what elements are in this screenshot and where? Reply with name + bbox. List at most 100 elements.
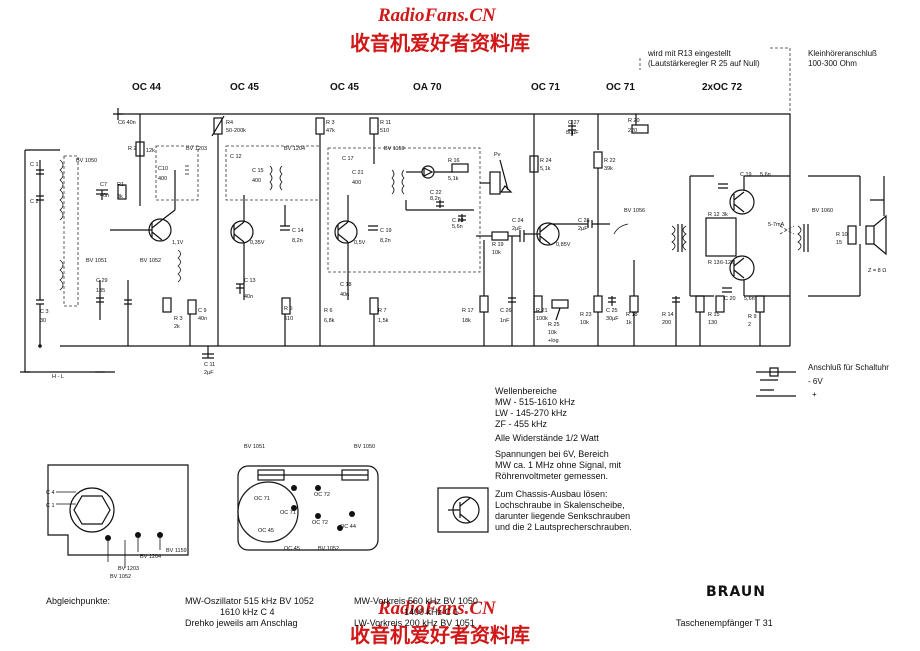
spec-line: LW - 145-270 kHz (495, 408, 567, 418)
stage-label-2: OC 45 (230, 82, 259, 93)
c20-value: 5,6n (744, 296, 755, 302)
c19-value: 8,2n (380, 238, 391, 244)
r1-value: 3k (117, 194, 123, 200)
bv1204-label: BV 1204 (284, 146, 305, 152)
c27-label: C 27 (568, 120, 580, 126)
layout-bv1052b-label: BV 1052 (318, 546, 339, 552)
pv-label: Pv (494, 152, 501, 158)
c2-label: C 2 (30, 199, 39, 205)
layout-oc44-label: OC 44 (340, 524, 356, 530)
c3-value: 30 (40, 318, 46, 324)
r22-label: R 22 (604, 158, 616, 164)
r22-value: 39k (604, 166, 613, 172)
t1-voltage: 1,1V (172, 240, 184, 246)
r16-label: R 16 (448, 158, 460, 164)
layout-bv1159-label: BV 1159 (166, 548, 187, 554)
c14-value: 8,2n (292, 238, 303, 244)
c21-label: C 21 (352, 170, 364, 176)
c10-value: 400 (158, 176, 167, 182)
c18-label: C 18 (340, 282, 352, 288)
layout-oc72a-label: OC 72 (314, 492, 330, 498)
c7-label: C7 (100, 182, 107, 188)
bv1056-label: BV 1056 (624, 208, 645, 214)
antenna-section (20, 149, 105, 373)
if2-stage (315, 117, 481, 346)
r23-value: 10k (580, 320, 589, 326)
c15-value: 400 (252, 178, 261, 184)
mixer-stage (96, 108, 199, 346)
output-stage (671, 175, 809, 346)
bv1050-label: BV 1050 (76, 158, 97, 164)
r15-label: R 15 (708, 312, 720, 318)
r11-label: R 11 (380, 120, 391, 126)
brand-logo: BRAUN (706, 584, 766, 600)
r10-label: R 10 (836, 232, 848, 238)
r25-taper: +log (548, 338, 559, 344)
stage-label-6: OC 71 (606, 82, 635, 93)
watermark-bottom-en: RadioFans.CN (377, 598, 497, 619)
r15-value: 130 (708, 320, 717, 326)
c22-value: 8,2n (430, 196, 441, 202)
c26-label: C 26 (500, 308, 512, 314)
t3-voltage: 0,5V (354, 240, 366, 246)
c13-label: C 13 (244, 278, 256, 284)
c11-symbol (202, 346, 214, 359)
r7-label: R 7 (378, 308, 387, 314)
stage-label-4: OA 70 (413, 82, 442, 93)
c22-label: C 22 (430, 190, 442, 196)
layout-bv1052-label: BV 1052 (110, 574, 131, 580)
r5-value: 510 (284, 316, 293, 322)
t4-voltage: 0,85V (556, 242, 571, 248)
layout-bv1050-label: BV 1050 (354, 444, 375, 450)
layout-c1-label: C 1 (46, 503, 55, 509)
c18-value: 40n (340, 292, 349, 298)
spec-line: Spannungen bei 6V, Bereich (495, 449, 609, 459)
alignment-layout-left (47, 464, 189, 568)
alignment-line: LW-Vorkreis 200 kHz BV 1051 (354, 618, 475, 628)
layout-oc45b-label: OC 45 (284, 546, 300, 552)
c19-label: C 19 (380, 228, 392, 234)
r21-label: R 21 (536, 308, 548, 314)
r17-value: 18k (462, 318, 471, 324)
stage-label-1: OC 44 (132, 82, 161, 93)
r4-value: 50-200k (226, 128, 246, 134)
spec-line: Wellenbereiche (495, 386, 557, 396)
c25-label: C 25 (606, 308, 618, 314)
c20-label: C 20 (724, 296, 736, 302)
r14-label: R 14 (662, 312, 674, 318)
supply-pos-label: + (812, 390, 817, 399)
earphone-note-line2: 100-300 Ohm (808, 59, 857, 68)
r21-value: 100k (536, 316, 548, 322)
c23-value: 5,6n (452, 224, 463, 230)
speaker-impedance: Z = 8 Ω (868, 268, 886, 274)
spec-line: Alle Widerstände 1/2 Watt (495, 433, 599, 443)
r9-value: 2 (748, 322, 751, 328)
r3b-label: R 3 (174, 316, 183, 322)
stage-label-7: 2xOC 72 (702, 82, 742, 93)
spec-line: Zum Chassis-Ausbau lösen: (495, 489, 608, 499)
c7-value: 40n (100, 193, 109, 199)
earphone-note-line1: Kleinhöreranschluß (808, 49, 877, 58)
detector-volume (476, 159, 525, 346)
alignment-layout-right (237, 465, 379, 551)
stage-label-3: OC 45 (330, 82, 359, 93)
r12-label: R 12 (708, 212, 720, 218)
spec-line: MW ca. 1 MHz ohne Signal, mit (495, 460, 622, 470)
r24-value: 5,1k (540, 166, 551, 172)
watermark-bottom-cn: 收音机爱好者资料库 (350, 623, 530, 647)
spec-line: ZF - 455 kHz (495, 419, 548, 429)
r19-value: 10k (492, 250, 501, 256)
c6-label: C6 40n (118, 120, 136, 126)
alignment-line: MW-Oszillator 515 kHz BV 1052 (185, 596, 314, 606)
r1-label: R1 (117, 182, 124, 188)
c11-value: 2µF (204, 370, 214, 376)
r23-label: R 23 (580, 312, 592, 318)
layout-c4-label: C 4 (46, 490, 55, 496)
alignment-line: 1610 kHz C 4 (220, 607, 275, 617)
c28-label: C 28 (578, 218, 590, 224)
spec-line: Röhrenvoltmeter gemessen. (495, 471, 608, 481)
c13-value: 40n (244, 294, 253, 300)
model-name: Taschenempfänger T 31 (676, 618, 773, 628)
r4-label: R4 (226, 120, 233, 126)
spec-line: und die 2 Lautsprecherschrauben. (495, 522, 632, 532)
